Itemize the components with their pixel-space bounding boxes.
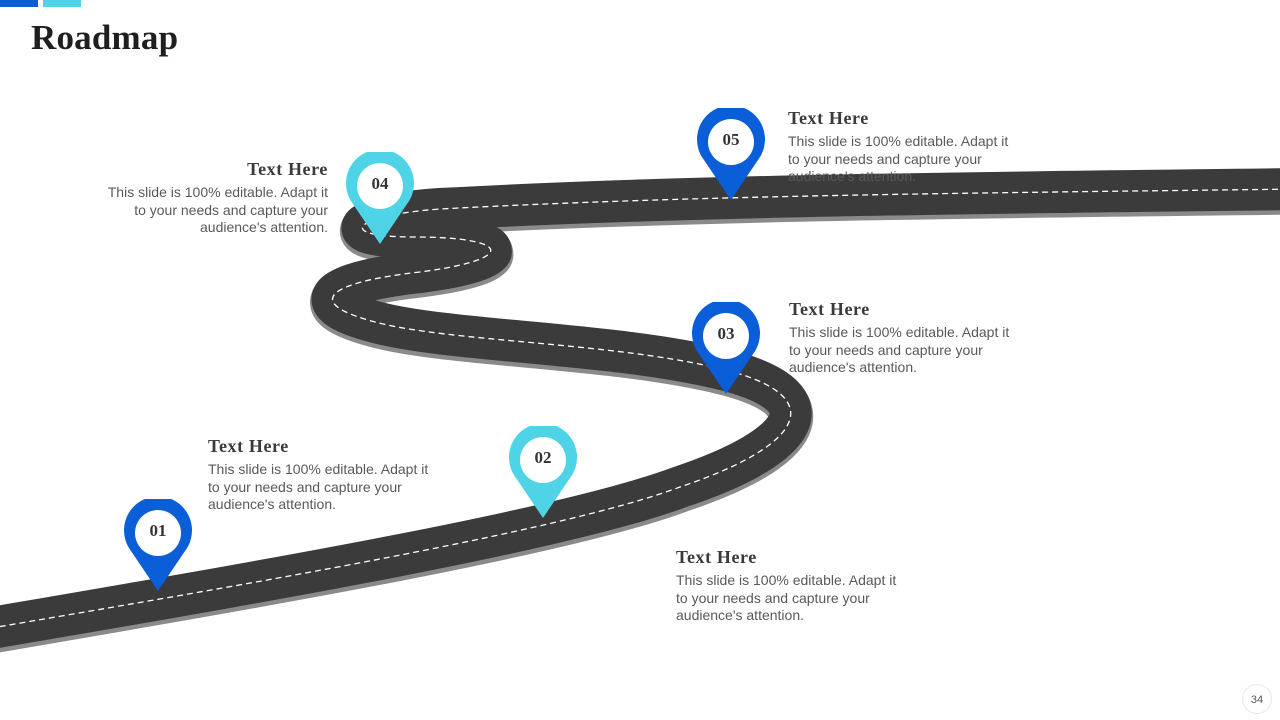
milestone-heading: Text Here [247, 159, 328, 179]
page-number: 34 [1242, 684, 1272, 714]
road-lane-marking [0, 188, 1280, 628]
accent-bar-dark [0, 0, 38, 7]
milestone-description: This slide is 100% editable. Adapt it to… [788, 133, 1009, 184]
slide-title: Roadmap [31, 18, 179, 57]
milestone-pin-02[interactable]: 02 [508, 426, 578, 518]
pin-number: 02 [534, 448, 552, 467]
milestone-heading: Text Here [676, 547, 757, 567]
pin-number: 05 [722, 130, 740, 149]
milestone-description: This slide is 100% editable. Adapt it to… [107, 184, 328, 235]
milestone-heading: Text Here [208, 436, 289, 456]
pin-number: 01 [149, 521, 167, 540]
milestone-heading: Text Here [788, 108, 869, 128]
map-pin-icon [124, 499, 192, 591]
milestone-text-05: Text Here This slide is 100% editable. A… [788, 108, 1018, 186]
pin-number: 04 [371, 174, 389, 193]
milestone-heading: Text Here [789, 299, 870, 319]
map-pin-icon [692, 302, 760, 394]
milestone-description: This slide is 100% editable. Adapt it to… [789, 324, 1010, 375]
milestone-pin-01[interactable]: 01 [123, 499, 193, 591]
milestone-pin-04[interactable]: 04 [345, 152, 415, 244]
pin-number: 03 [717, 324, 735, 343]
milestone-description: This slide is 100% editable. Adapt it to… [676, 572, 897, 623]
milestone-pin-05[interactable]: 05 [696, 108, 766, 200]
milestone-text-01: Text Here This slide is 100% editable. A… [208, 436, 438, 514]
milestone-text-02: Text Here This slide is 100% editable. A… [676, 547, 906, 625]
map-pin-icon [346, 152, 414, 244]
accent-bar-light [43, 0, 81, 7]
map-pin-icon [509, 426, 577, 518]
milestone-pin-03[interactable]: 03 [691, 302, 761, 394]
map-pin-icon [697, 108, 765, 200]
milestone-description: This slide is 100% editable. Adapt it to… [208, 461, 429, 512]
milestone-text-03: Text Here This slide is 100% editable. A… [789, 299, 1019, 377]
milestone-text-04: Text Here This slide is 100% editable. A… [98, 159, 328, 237]
